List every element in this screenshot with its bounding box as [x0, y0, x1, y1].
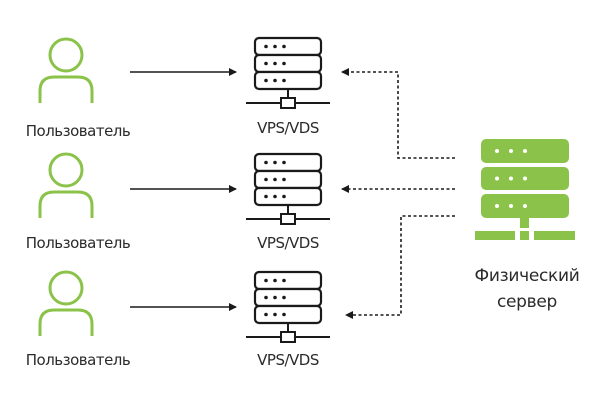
vps-node: VPS/VDS [244, 152, 332, 252]
user-icon [38, 152, 94, 220]
physical-server-node: Физический сервер [475, 139, 580, 312]
user-icon [38, 270, 94, 338]
user-node: Пользователь [26, 270, 131, 369]
vps-label: VPS/VDS [257, 119, 319, 137]
server-icon [244, 152, 332, 226]
physical-server-label-line1: Физический [475, 266, 580, 286]
dashed-arrow [341, 68, 455, 159]
server-icon [244, 36, 332, 110]
vps-label: VPS/VDS [257, 351, 319, 369]
vps-node: VPS/VDS [244, 270, 332, 369]
dashed-arrow [345, 215, 455, 319]
vps-node: VPS/VDS [244, 36, 332, 137]
user-node: Пользователь [26, 37, 131, 140]
user-icon [38, 37, 94, 105]
server-icon [244, 270, 332, 344]
user-label: Пользователь [26, 122, 130, 140]
vps-label: VPS/VDS [257, 234, 319, 252]
physical-server-label-line2: сервер [497, 292, 557, 312]
user-node: Пользователь [26, 152, 131, 252]
server-icon [475, 139, 575, 240]
user-label: Пользователь [26, 234, 130, 252]
user-label: Пользователь [26, 351, 130, 369]
